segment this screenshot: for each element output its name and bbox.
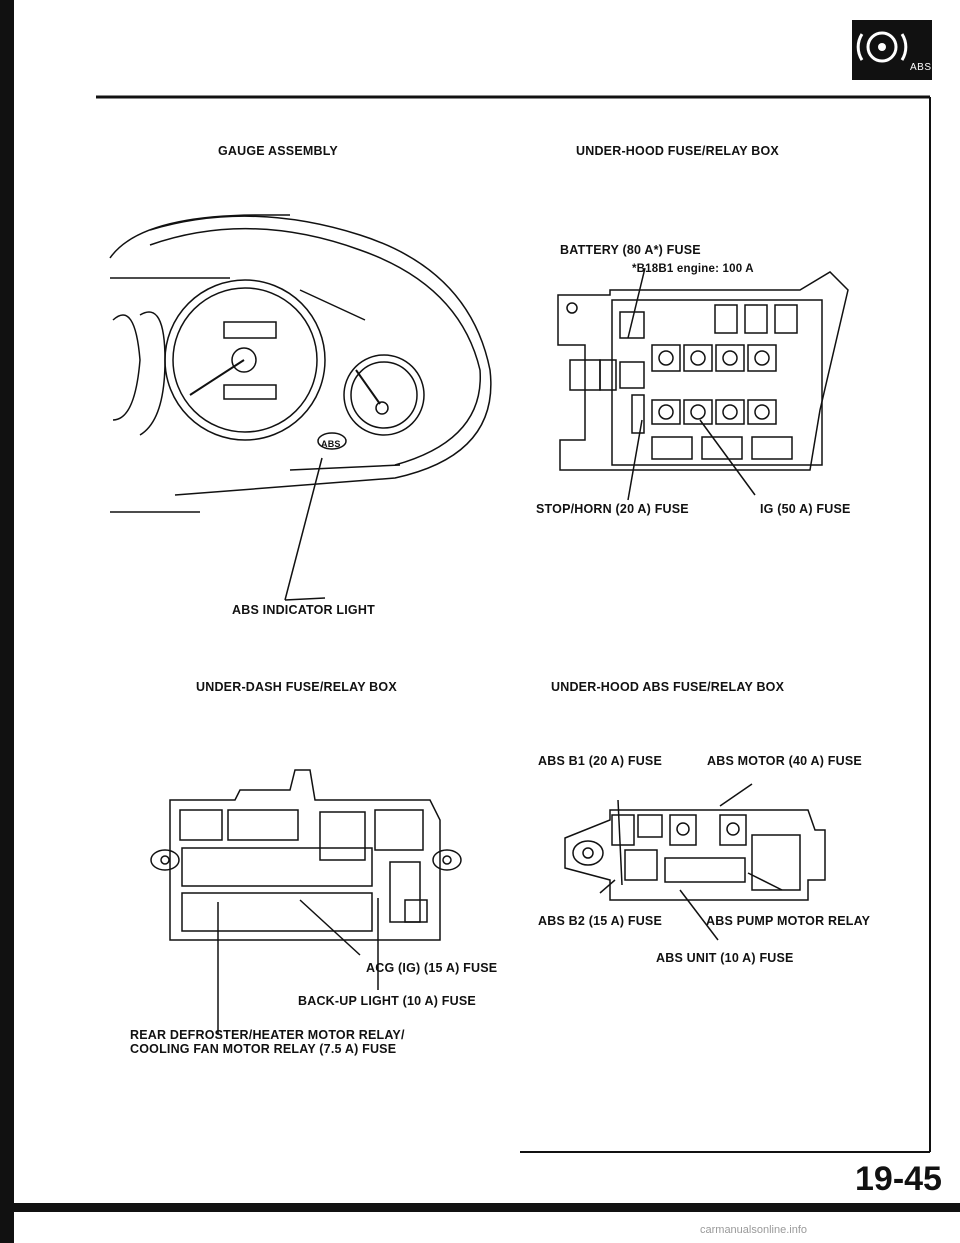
page-number: 19-45	[855, 1160, 942, 1198]
rear-defroster-callout-line2: COOLING FAN MOTOR RELAY (7.5 A) FUSE	[130, 1042, 397, 1056]
dash-fuse-row-2	[181, 892, 373, 932]
page-edge-bar	[0, 0, 14, 1243]
ig-fuse-callout: IG (50 A) FUSE	[760, 502, 851, 516]
relay-row	[651, 436, 793, 460]
page-bottom-bar	[14, 1203, 960, 1212]
stop-horn-fuse-callout: STOP/HORN (20 A) FUSE	[536, 502, 689, 516]
content-frame	[96, 95, 931, 1153]
abs-indicator-light-callout: ABS INDICATOR LIGHT	[232, 603, 375, 617]
acg-fuse-callout: ACG (IG) (15 A) FUSE	[366, 961, 498, 975]
under-dash-fuse-box-illustration	[150, 769, 462, 1035]
fuse-row-lower	[651, 399, 777, 425]
backup-light-fuse-callout: BACK-UP LIGHT (10 A) FUSE	[298, 994, 476, 1008]
abs-b2-fuse-callout: ABS B2 (15 A) FUSE	[538, 914, 662, 928]
under-hood-fuse-box-title: UNDER-HOOD FUSE/RELAY BOX	[576, 144, 779, 158]
fuse-row-upper	[651, 344, 777, 372]
under-hood-abs-box-illustration	[564, 783, 826, 941]
under-hood-abs-box-title: UNDER-HOOD ABS FUSE/RELAY BOX	[551, 680, 785, 694]
abs-section-badge: ABS	[852, 20, 932, 80]
badge-label: ABS	[910, 62, 932, 73]
gauge-assembly-title: GAUGE ASSEMBLY	[218, 144, 338, 158]
abs-unit-fuse-callout: ABS UNIT (10 A) FUSE	[656, 951, 794, 965]
abs-b1-fuse-callout: ABS B1 (20 A) FUSE	[538, 754, 662, 768]
dash-fuse-row-1	[181, 847, 373, 887]
large-fuse-row-top	[714, 304, 798, 334]
gauge-assembly-illustration	[109, 214, 492, 601]
abs-motor-fuse-callout: ABS MOTOR (40 A) FUSE	[707, 754, 862, 768]
abs-wheel-icon	[856, 31, 908, 63]
battery-fuse-note: *B18B1 engine: 100 A	[632, 263, 754, 275]
under-dash-fuse-box-title: UNDER-DASH FUSE/RELAY BOX	[196, 680, 397, 694]
under-hood-fuse-box-illustration	[557, 267, 849, 501]
abs-indicator-lamp-text: ABS	[321, 439, 341, 449]
battery-fuse-callout: BATTERY (80 A*) FUSE	[560, 243, 701, 257]
abs-pump-motor-relay-callout: ABS PUMP MOTOR RELAY	[706, 914, 871, 928]
watermark: carmanualsonline.info	[700, 1224, 808, 1236]
rear-defroster-callout-line1: REAR DEFROSTER/HEATER MOTOR RELAY/	[130, 1028, 405, 1042]
